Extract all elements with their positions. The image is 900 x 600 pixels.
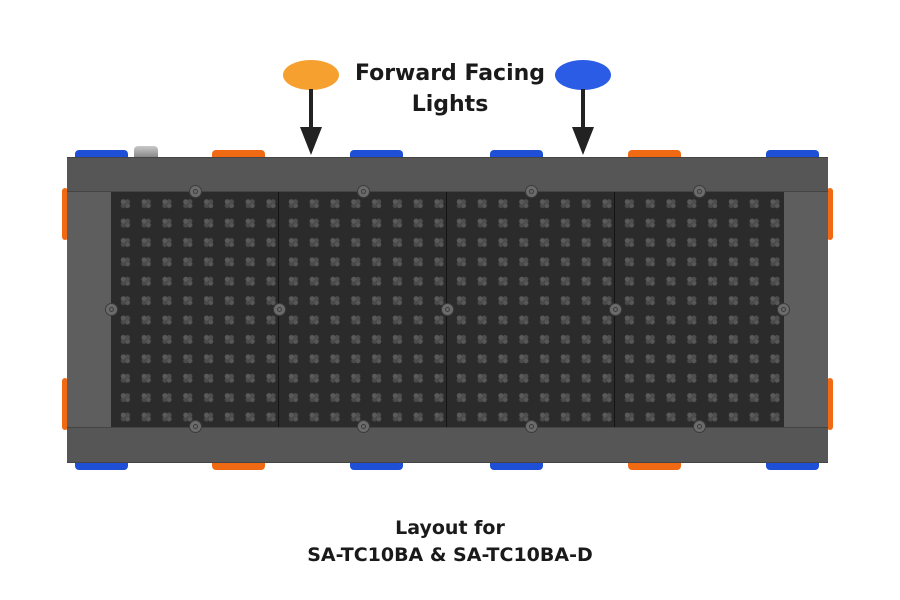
screw-icon — [357, 185, 370, 198]
bottom-light-blue-4 — [766, 463, 819, 470]
led-panel-2 — [279, 192, 447, 427]
top-light-orange-2 — [628, 150, 681, 157]
screw-icon — [525, 185, 538, 198]
bottom-light-orange-2 — [628, 463, 681, 470]
heading: Forward Facing Lights — [330, 58, 570, 120]
orange-arrow-head-icon — [300, 127, 322, 155]
right-side-light-2 — [827, 378, 833, 430]
bottom-light-orange-1 — [212, 463, 265, 470]
caption-line-2: SA-TC10BA & SA-TC10BA-D — [307, 544, 593, 566]
caption: Layout for SA-TC10BA & SA-TC10BA-D — [250, 515, 650, 569]
top-rail — [67, 157, 828, 192]
orange-light-legend-icon — [283, 60, 339, 90]
screw-icon — [189, 185, 202, 198]
orange-arrow-shaft — [309, 89, 313, 129]
blue-arrow-head-icon — [572, 127, 594, 155]
right-rail — [784, 192, 828, 427]
blue-light-legend-icon — [555, 60, 611, 90]
led-panel-3 — [447, 192, 615, 427]
top-light-blue-3 — [490, 150, 543, 157]
heading-line-2: Lights — [411, 92, 489, 117]
bottom-light-blue-2 — [350, 463, 403, 470]
top-light-blue-1 — [75, 150, 128, 157]
screw-icon — [777, 303, 790, 316]
bottom-light-blue-1 — [75, 463, 128, 470]
screw-icon — [357, 420, 370, 433]
left-rail — [67, 192, 111, 427]
heading-line-1: Forward Facing — [354, 61, 546, 86]
right-side-light-1 — [827, 188, 833, 240]
left-side-light-2 — [62, 378, 68, 430]
power-connector — [134, 146, 158, 157]
led-panel-4 — [615, 192, 784, 427]
screw-icon — [105, 303, 118, 316]
caption-line-1: Layout for — [395, 517, 505, 539]
led-panel-1 — [111, 192, 279, 427]
top-light-orange-1 — [212, 150, 265, 157]
screw-icon — [693, 420, 706, 433]
screw-icon — [525, 420, 538, 433]
top-light-blue-4 — [766, 150, 819, 157]
screw-icon — [693, 185, 706, 198]
screw-icon — [609, 303, 622, 316]
bottom-rail — [67, 427, 828, 463]
bottom-light-blue-3 — [490, 463, 543, 470]
left-side-light-1 — [62, 188, 68, 240]
screw-icon — [441, 303, 454, 316]
screw-icon — [189, 420, 202, 433]
top-light-blue-2 — [350, 150, 403, 157]
blue-arrow-shaft — [581, 89, 585, 129]
screw-icon — [273, 303, 286, 316]
